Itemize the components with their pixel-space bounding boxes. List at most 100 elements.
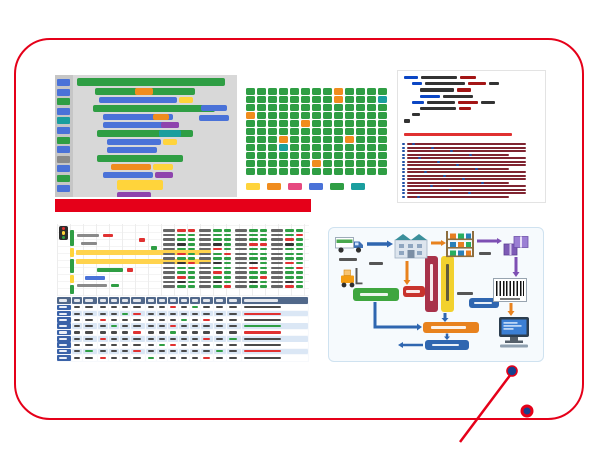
cell-text — [85, 325, 94, 328]
quote-text — [199, 233, 211, 237]
table-cell — [227, 310, 241, 317]
flow-box — [425, 256, 438, 312]
log-text — [402, 157, 405, 160]
table-cell — [242, 310, 308, 317]
grid-cells — [242, 84, 392, 196]
table-cell — [57, 342, 71, 348]
quote-text — [163, 233, 175, 237]
cell-text — [148, 344, 155, 347]
quote-text — [199, 243, 211, 246]
quote-value — [296, 257, 303, 260]
quote-value — [260, 238, 267, 241]
cell-text — [111, 318, 118, 321]
table-cell — [157, 317, 167, 323]
code-block — [111, 164, 151, 170]
cell-text — [159, 350, 166, 353]
flow-boxes — [329, 228, 543, 361]
quote-value — [224, 229, 231, 232]
quote-value — [249, 271, 258, 274]
table-cell — [179, 348, 189, 355]
cell-text — [122, 331, 129, 334]
quote-value — [285, 233, 294, 237]
quote-text — [271, 247, 283, 251]
quote-value — [260, 229, 267, 232]
cell-text — [203, 331, 211, 334]
grid-cell — [268, 96, 277, 103]
flow-box — [423, 322, 479, 333]
quote-value — [177, 285, 186, 288]
header-cell — [120, 297, 130, 304]
grid-cell — [345, 88, 354, 95]
quote-text — [199, 229, 211, 232]
table-cell — [109, 348, 119, 355]
grid-cell — [257, 128, 266, 135]
cell-text — [203, 318, 211, 321]
quote-value — [296, 233, 303, 237]
grid-cell — [334, 112, 343, 119]
sheet-mark — [127, 268, 133, 272]
flow-box — [441, 256, 454, 312]
log-text — [402, 167, 405, 170]
table-cell — [83, 342, 97, 348]
code-block — [93, 105, 215, 112]
grid-cell — [312, 152, 321, 159]
quote-text — [163, 271, 175, 274]
table-cell — [72, 348, 82, 355]
quote-value — [188, 257, 195, 260]
header-text — [85, 299, 93, 302]
header-text — [74, 299, 80, 302]
log-text — [468, 192, 471, 195]
status-strip — [70, 275, 74, 283]
grid-cell — [301, 112, 310, 119]
grid-cell — [356, 168, 365, 175]
log-text — [402, 185, 405, 188]
grid-cell — [257, 160, 266, 167]
cell-text — [133, 306, 142, 309]
grid-cell — [367, 120, 376, 127]
code-text — [421, 76, 457, 80]
flow-box-text — [431, 326, 467, 329]
quote-value — [177, 233, 186, 237]
quote-value — [260, 247, 267, 251]
grid-cell — [345, 136, 354, 143]
table-cell — [98, 348, 108, 355]
flow-box-text — [359, 293, 389, 296]
log-text — [402, 174, 405, 177]
code-block — [179, 97, 193, 103]
quote-text — [163, 261, 175, 265]
quote-value — [224, 252, 231, 256]
quote-value — [249, 238, 258, 241]
grid-cell — [279, 128, 288, 135]
grid-cell — [246, 104, 255, 111]
table-cell — [214, 317, 226, 323]
table-cell — [72, 304, 82, 311]
grid-cell — [290, 168, 299, 175]
log-text — [402, 146, 405, 149]
grid-cell — [323, 96, 332, 103]
quote-value — [249, 233, 258, 237]
grid-cell — [279, 160, 288, 167]
table-cell — [190, 336, 200, 342]
quote-value — [249, 276, 258, 279]
quote-value — [224, 271, 231, 274]
code-text — [404, 119, 410, 123]
table-cell — [179, 323, 189, 330]
quote-value — [188, 285, 195, 288]
grid-cell — [268, 120, 277, 127]
grid-cell — [279, 168, 288, 175]
cell-text — [181, 337, 188, 340]
table-cell — [146, 342, 156, 348]
quote-text — [199, 276, 211, 279]
code-text — [425, 82, 465, 86]
code-block — [97, 130, 193, 137]
quote-value — [224, 276, 231, 279]
table-cell — [109, 310, 119, 317]
quote-value — [213, 243, 222, 246]
header-text — [59, 299, 67, 302]
cell-text — [122, 306, 129, 309]
grid-cell — [312, 136, 321, 143]
grid-cell — [246, 168, 255, 175]
quote-text — [235, 276, 247, 279]
quote-value — [213, 229, 222, 232]
